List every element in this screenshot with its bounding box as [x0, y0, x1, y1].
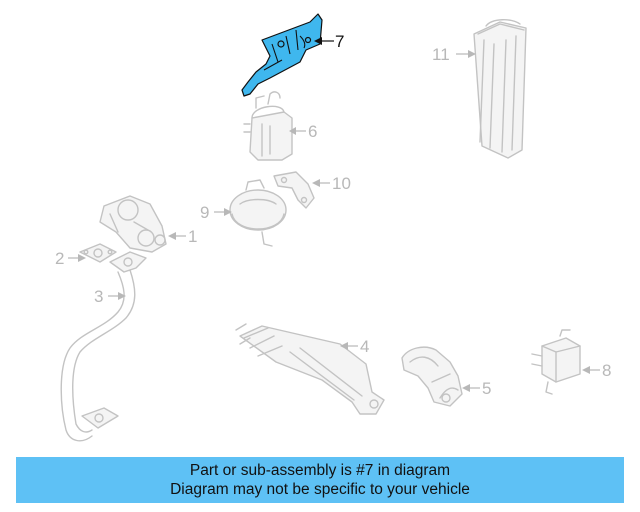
part-1-egr-valve[interactable]	[99, 195, 167, 253]
arrow-icon	[312, 179, 320, 187]
callout-3[interactable]: 3	[94, 287, 126, 306]
callout-10[interactable]: 10	[312, 174, 351, 193]
parts-diagram: 7 6 11 10 9 1 2 3 4	[55, 13, 611, 442]
callout-4[interactable]: 4	[340, 337, 369, 356]
arrow-icon	[462, 384, 470, 392]
callout-number: 9	[200, 203, 209, 222]
callout-8[interactable]: 8	[582, 361, 611, 380]
arrow-icon	[289, 127, 296, 135]
arrow-icon	[314, 37, 322, 45]
callout-9[interactable]: 9	[200, 203, 232, 222]
callout-number: 4	[360, 337, 369, 356]
info-banner: Part or sub-assembly is #7 in diagram Di…	[16, 457, 624, 503]
callout-5[interactable]: 5	[462, 379, 491, 398]
callout-number: 1	[188, 227, 197, 246]
arrow-icon	[224, 208, 232, 216]
arrow-icon	[168, 232, 176, 240]
callout-1[interactable]: 1	[168, 227, 197, 246]
part-7-bracket[interactable]	[241, 13, 323, 97]
part-8-solenoid[interactable]	[531, 329, 581, 395]
callout-7[interactable]: 7	[314, 32, 344, 51]
callout-number: 3	[94, 287, 103, 306]
part-3-pipe[interactable]	[60, 251, 147, 442]
callout-number: 11	[432, 45, 450, 64]
callout-11[interactable]: 11	[432, 45, 476, 64]
callout-number: 2	[55, 249, 64, 268]
banner-line-part: Part or sub-assembly is #7 in diagram	[189, 462, 451, 479]
callout-number: 8	[602, 361, 611, 380]
callout-number: 5	[482, 379, 491, 398]
callout-number: 10	[332, 174, 351, 193]
callout-number: 7	[335, 32, 344, 51]
callout-2[interactable]: 2	[55, 249, 86, 268]
part-9-reservoir[interactable]	[229, 179, 287, 247]
part-4-tube[interactable]	[235, 323, 385, 415]
arrow-icon	[340, 342, 348, 350]
part-5-elbow[interactable]	[401, 346, 463, 407]
arrow-icon	[468, 50, 476, 58]
part-10-bracket[interactable]	[273, 171, 315, 209]
banner-line-disclaimer: Diagram may not be specific to your vehi…	[170, 481, 470, 498]
part-2-gasket[interactable]	[79, 243, 117, 263]
arrow-icon	[78, 254, 86, 262]
callout-6[interactable]: 6	[289, 122, 317, 141]
part-6-valve[interactable]	[243, 91, 293, 161]
arrow-icon	[582, 366, 590, 374]
callout-number: 6	[308, 122, 317, 141]
arrow-icon	[118, 292, 126, 300]
part-11-cooler[interactable]	[473, 19, 527, 159]
